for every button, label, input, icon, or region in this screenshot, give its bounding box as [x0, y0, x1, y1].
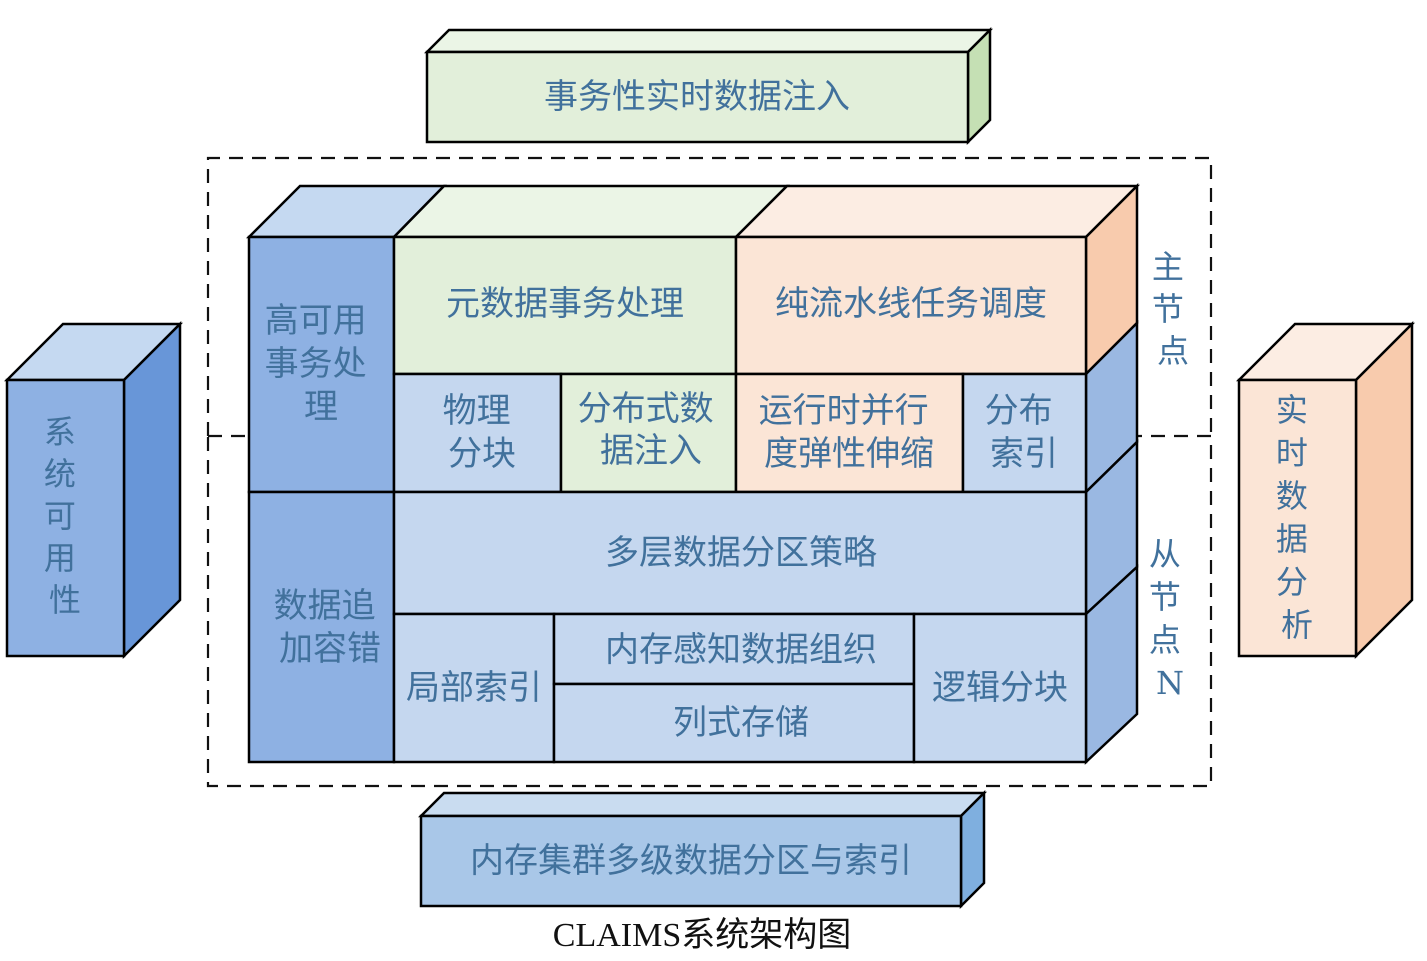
bottom-box-memory-cluster-partition: 内存集群多级数据分区与索引 — [417, 789, 988, 910]
distributed-injection-cell — [559, 372, 738, 494]
distributed-injection-label: 分布式数 据注入 — [578, 389, 725, 471]
master-node-label: 主 节 点 — [1152, 248, 1194, 370]
logical-partition-label: 逻辑分块 — [932, 668, 1068, 708]
top-box-transactional-injection: 事务性实时数据注入 — [423, 26, 994, 146]
append-fault-tolerance-label: 数据追 加容错 — [274, 586, 387, 669]
slave-node-block: 数据追 加容错 多层数据分区策略 局部索引 内存感知数据组织 列式存储 逻辑分块 — [247, 490, 1088, 764]
ha-transaction-cell — [247, 235, 396, 494]
columnar-storage-cell — [552, 682, 916, 764]
distributed-index-cell — [961, 372, 1088, 494]
master-node-region — [206, 156, 1213, 436]
top-box-front-face — [425, 50, 970, 144]
right-box-label: 实 时 数 据 分 析 — [1276, 391, 1318, 644]
bottom-box-top-face — [417, 791, 988, 818]
top-box-top-face — [423, 28, 994, 54]
runtime-elastic-label: 运行时并行 度弹性伸缩 — [759, 391, 940, 474]
left-box-label: 系 统 可 用 性 — [44, 413, 86, 619]
left-box-front-face — [5, 378, 126, 658]
metadata-transaction-label: 元数据事务处理 — [446, 284, 684, 324]
local-index-cell — [392, 612, 556, 764]
slave-node-label: 从 节 点 N — [1149, 535, 1191, 702]
bottom-box-label: 内存集群多级数据分区与索引 — [470, 841, 912, 881]
orange-top-face — [732, 184, 1141, 239]
green-top-face — [391, 184, 791, 239]
memory-aware-org-label: 内存感知数据组织 — [605, 630, 877, 670]
multilayer-partition-label: 多层数据分区策略 — [605, 533, 877, 573]
bottom-box-front-face — [419, 814, 963, 908]
ha-transaction-label: 高可用 事务处 理 — [265, 301, 378, 427]
diagram-caption: CLAIMS系统架构图 — [553, 916, 851, 954]
distributed-index-label: 分布 索引 — [985, 391, 1064, 474]
append-fault-tolerance-cell — [247, 490, 396, 764]
local-index-label: 局部索引 — [406, 668, 542, 708]
master-node-block: 高可用 事务处 理 元数据事务处理 纯流水线任务调度 物理 分块 分布式数 据注… — [247, 235, 1088, 494]
logical-partition-cell — [912, 612, 1088, 764]
pipeline-scheduling-cell — [734, 235, 1088, 376]
physical-partition-label: 物理 分块 — [443, 391, 522, 474]
left-box-system-availability: 系 统 可 用 性 — [3, 320, 184, 660]
pipeline-scheduling-label: 纯流水线任务调度 — [775, 284, 1047, 324]
left-box-side-face — [122, 320, 182, 660]
right-box-front-face — [1237, 378, 1358, 658]
right-box-side-face — [1354, 320, 1414, 660]
right-box-realtime-analysis: 实 时 数 据 分 析 — [1235, 320, 1416, 660]
columnar-storage-label: 列式存储 — [673, 703, 809, 743]
top-box-label: 事务性实时数据注入 — [544, 77, 850, 117]
